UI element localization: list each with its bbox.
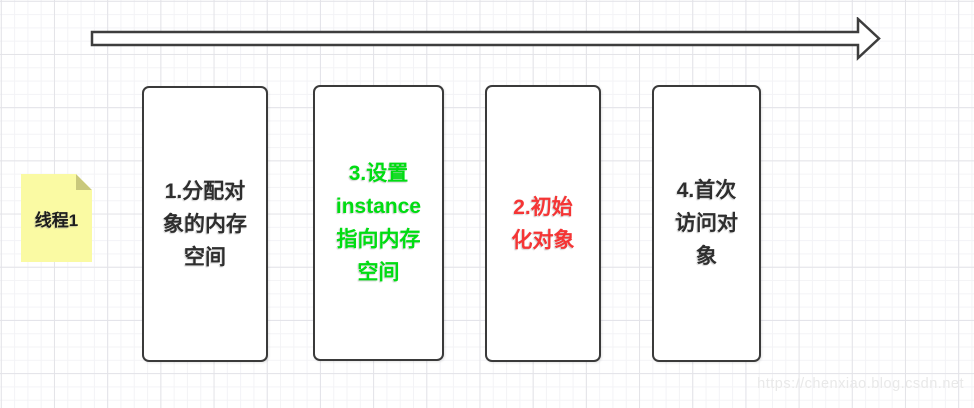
thread-note-label: 线程1 <box>34 210 79 230</box>
step-text: 1.分配对 象的内存 空间 <box>163 179 247 269</box>
thread-note: 线程1 <box>21 174 92 262</box>
note-fold-corner <box>76 174 92 190</box>
step-text: 4.首次 访问对 象 <box>675 179 738 268</box>
step-text: 2.初始 化对象 <box>511 195 575 252</box>
step-box-initialize-object: 2.初始 化对象 <box>485 85 601 362</box>
step-box-first-access-object: 4.首次 访问对 象 <box>652 85 761 362</box>
step-text: 3.设置 instance 指向内存 空间 <box>335 162 422 284</box>
step-box-set-instance-pointer: 3.设置 instance 指向内存 空间 <box>313 85 444 361</box>
step-box-allocate-memory: 1.分配对 象的内存 空间 <box>142 86 268 362</box>
watermark-text: https://chenxiao.blog.csdn.net <box>757 376 964 392</box>
timeline-arrow-icon <box>90 17 881 61</box>
